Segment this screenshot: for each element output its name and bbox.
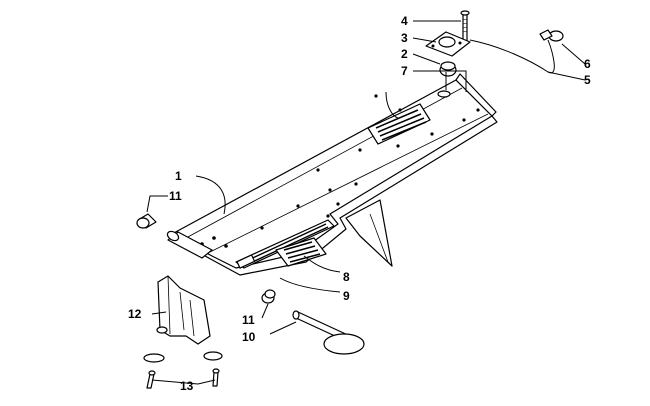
callout-7: 7	[401, 64, 408, 78]
cap-plate	[425, 31, 471, 57]
cable	[469, 29, 564, 74]
callout-6: 6	[584, 57, 591, 71]
callout-11-upper: 11	[169, 189, 182, 203]
callout-11-lower: 11	[242, 313, 255, 327]
leader-lines-upper	[385, 20, 586, 119]
callout-10: 10	[242, 330, 256, 344]
callout-9: 9	[343, 289, 350, 303]
rod-with-ring	[292, 310, 365, 355]
decal-top	[367, 103, 431, 145]
hinge-tube	[166, 230, 213, 259]
washers	[143, 351, 223, 363]
mounting-bracket	[156, 275, 211, 345]
warning-decal-front	[275, 237, 327, 267]
callout-3: 3	[401, 31, 408, 45]
bushing-upper	[136, 213, 157, 229]
callout-4: 4	[401, 14, 408, 28]
callout-8: 8	[343, 270, 350, 284]
running-board-panel	[171, 73, 498, 276]
grommet	[437, 61, 457, 98]
clevis-pins	[146, 368, 220, 389]
callout-5: 5	[584, 73, 591, 87]
support-bracket	[345, 199, 393, 267]
leader-lines-lower	[146, 175, 341, 385]
callout-2: 2	[401, 47, 408, 61]
callout-13: 13	[180, 379, 194, 393]
callout-1: 1	[175, 169, 182, 183]
bolt	[460, 10, 470, 45]
bushing-lower	[261, 289, 276, 304]
callout-labels: 4 3 2 7 6 5 1 11 8 9 11 10 12 13	[128, 14, 591, 393]
callout-12: 12	[128, 307, 142, 321]
